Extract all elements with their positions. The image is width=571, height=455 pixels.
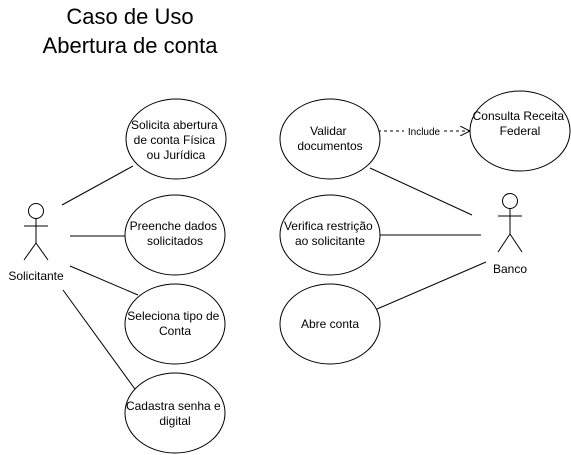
uc6-line1: Verifica restrição [284, 219, 373, 233]
use-case-preenche-dados[interactable]: Preenche dados solicitados [124, 194, 226, 276]
use-case-cadastra-senha[interactable]: Cadastra senha e digital [124, 372, 226, 454]
assoc-solicitante-uc4 [62, 289, 141, 397]
assoc-banco-uc5 [369, 167, 473, 216]
uc3-line1: Seleciona tipo de [127, 309, 219, 323]
uc8-line2: Federal [500, 124, 541, 138]
uc4-line1: Cadastra senha e [126, 399, 221, 413]
use-case-seleciona-tipo[interactable]: Seleciona tipo de Conta [124, 283, 226, 365]
actor-banco[interactable] [497, 193, 523, 253]
uc1-line3: ou Jurídica [147, 148, 206, 162]
uc6-line2: ao solicitante [295, 234, 365, 248]
uc3-line2: Conta [159, 324, 191, 338]
diagram-title-line-1: Caso de Uso [66, 4, 194, 29]
uc5-line1: Validar [310, 124, 346, 138]
svg-text:Cadastra senha e digital: Cadastra senha e digital [126, 399, 224, 428]
use-case-validar-documentos[interactable]: Validar documentos [279, 98, 381, 180]
svg-text:Seleciona tipo de Conta: Seleciona tipo de Conta [127, 309, 222, 338]
actor-solicitante-label: Solicitante [8, 269, 64, 283]
svg-text:Verifica restrição ao so: Verifica restrição ao solicitante [284, 219, 376, 248]
actor-solicitante-head [28, 203, 44, 219]
actor-banco-right-leg [509, 233, 523, 253]
svg-text:Consulta Receita Federal: Consulta Receita Federal [473, 109, 568, 138]
assoc-solicitante-uc1 [61, 165, 134, 206]
assoc-solicitante-uc3 [69, 265, 139, 296]
use-case-consulta-receita[interactable]: Consulta Receita Federal [469, 90, 571, 172]
include-label-bg [404, 124, 444, 138]
diagram-title-line-2: Abertura de conta [42, 33, 218, 58]
include-label: Include [408, 127, 441, 138]
actor-banco-label: Banco [493, 262, 527, 276]
actor-banco-left-leg [497, 233, 511, 253]
svg-text:Preenche dados solicitad: Preenche dados solicitados [130, 219, 221, 248]
actor-solicitante[interactable] [23, 203, 49, 261]
associations [61, 165, 487, 397]
uc8-line1: Consulta Receita [473, 109, 565, 123]
svg-text:Validar documentos: Validar documentos [297, 124, 362, 153]
uc2-line1: Preenche dados [130, 219, 217, 233]
use-case-solicita-abertura[interactable]: Solicita abertura de conta Física ou Jur… [125, 98, 227, 180]
assoc-banco-uc7 [376, 261, 487, 310]
use-case-abre-conta[interactable]: Abre conta [279, 283, 381, 365]
uc1-line1: Solicita abertura [131, 118, 218, 132]
uc2-line2: solicitados [147, 234, 203, 248]
uc7-line1: Abre conta [301, 317, 359, 331]
actor-solicitante-right-leg [35, 242, 49, 261]
uc1-line2: de conta Física [134, 133, 216, 147]
svg-text:Abre conta: Abre conta [301, 317, 359, 331]
svg-text:Solicita abertura de con: Solicita abertura de conta Física ou Jur… [131, 118, 221, 162]
use-case-verifica-restricao[interactable]: Verifica restrição ao solicitante [279, 194, 381, 276]
uc4-line2: digital [159, 414, 190, 428]
actor-solicitante-left-leg [23, 242, 37, 261]
diagram-title: Caso de Uso Abertura de conta [0, 2, 260, 60]
actor-banco-head [502, 193, 518, 209]
uc5-line2: documentos [297, 139, 362, 153]
